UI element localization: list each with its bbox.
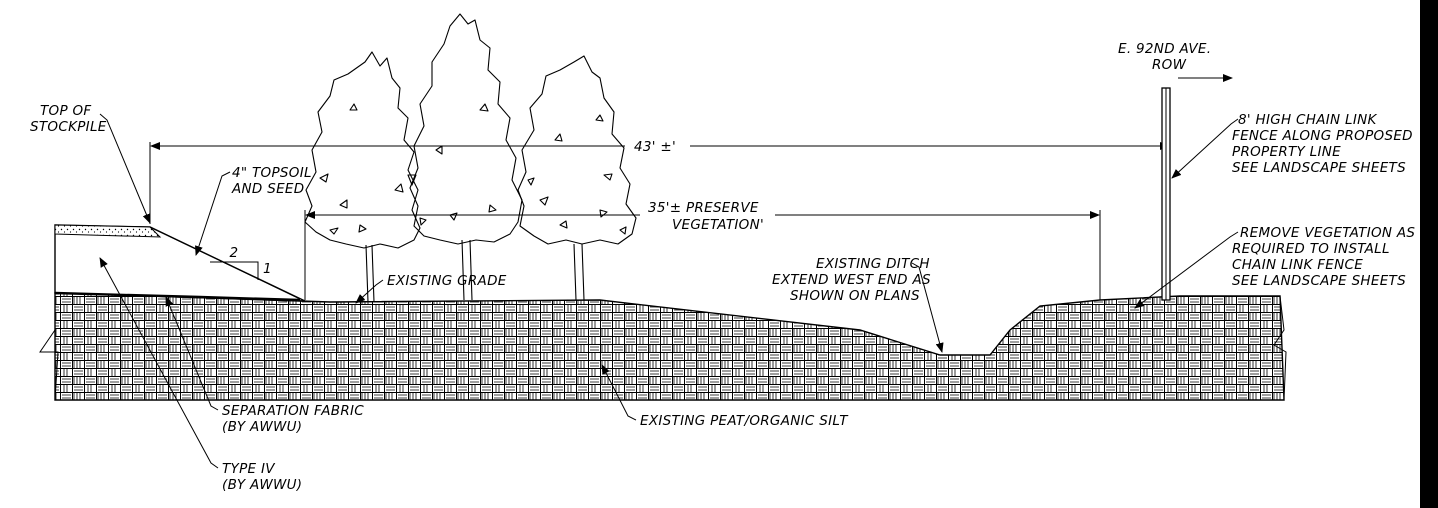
tree-right xyxy=(517,55,637,245)
top-stockpile-label-1: TOP OF xyxy=(40,103,92,119)
slope-rise-label: 1 xyxy=(263,261,272,277)
type-iv-label-2: (BY AWWU) xyxy=(222,477,302,493)
leader-remove-vegetation xyxy=(1134,231,1239,309)
trees-preserve-vegetation xyxy=(304,13,637,303)
slope-indicator xyxy=(210,261,259,280)
separation-fabric-label-1: SEPARATION FABRIC xyxy=(222,403,364,419)
tree-center xyxy=(409,13,523,245)
leader-separation-fabric xyxy=(165,296,219,411)
ditch-label-2: EXTEND WEST END AS xyxy=(772,272,931,288)
tree-left xyxy=(304,51,421,249)
tree-foliage-marks xyxy=(319,103,627,235)
leader-type-iv xyxy=(99,257,219,469)
fence-label-4: SEE LANDSCAPE SHEETS xyxy=(1232,160,1406,176)
leader-existing-grade xyxy=(355,279,384,304)
leader-top-stockpile xyxy=(99,113,151,224)
remove-vegetation-label-2: REQUIRED TO INSTALL xyxy=(1232,241,1390,257)
fence-label-1: 8' HIGH CHAIN LINK xyxy=(1238,112,1378,128)
fence-label-3: PROPERTY LINE xyxy=(1232,144,1341,160)
row-title-label: E. 92ND AVE. xyxy=(1118,41,1211,57)
existing-grade-label: EXISTING GRADE xyxy=(387,273,507,289)
leader-fence xyxy=(1171,118,1239,179)
tree-trunk-right xyxy=(573,243,585,301)
top-stockpile-label-2: STOCKPILE xyxy=(30,119,107,135)
topsoil-slope-line xyxy=(149,226,301,300)
break-line-right xyxy=(1273,295,1287,401)
separation-fabric-label-2: (BY AWWU) xyxy=(222,419,302,435)
peat-label: EXISTING PEAT/ORGANIC SILT xyxy=(640,413,849,429)
remove-vegetation-label-4: SEE LANDSCAPE SHEETS xyxy=(1232,273,1406,289)
dim-overall-label: 43' ±' xyxy=(634,139,676,155)
leader-peat xyxy=(601,364,637,421)
leader-ditch xyxy=(911,262,944,353)
ditch-label-3: SHOWN ON PLANS xyxy=(790,288,920,304)
topsoil-label-2: AND SEED xyxy=(231,181,304,197)
ditch-label-1: EXISTING DITCH xyxy=(816,256,930,272)
fence-label-2: FENCE ALONG PROPOSED xyxy=(1232,128,1413,144)
existing-peat-soil xyxy=(54,292,1285,401)
separation-fabric xyxy=(54,291,301,302)
dim-preserve-label-1: 35'± PRESERVE xyxy=(648,200,759,216)
type-iv-label-1: TYPE IV xyxy=(222,461,276,477)
topsoil-layer xyxy=(54,224,162,238)
remove-vegetation-label-3: CHAIN LINK FENCE xyxy=(1232,257,1363,273)
topsoil-label-1: 4" TOPSOIL xyxy=(232,165,312,181)
leader-topsoil xyxy=(195,171,231,256)
tree-trunk-center xyxy=(461,239,473,301)
row-sub-label: ROW xyxy=(1152,57,1187,73)
remove-vegetation-label-1: REMOVE VEGETATION AS xyxy=(1240,225,1415,241)
dim-preserve-label-2: VEGETATION' xyxy=(672,217,764,233)
slope-run-label: 2 xyxy=(230,245,239,261)
sheet-border xyxy=(1420,0,1438,508)
break-line-left xyxy=(39,293,59,401)
